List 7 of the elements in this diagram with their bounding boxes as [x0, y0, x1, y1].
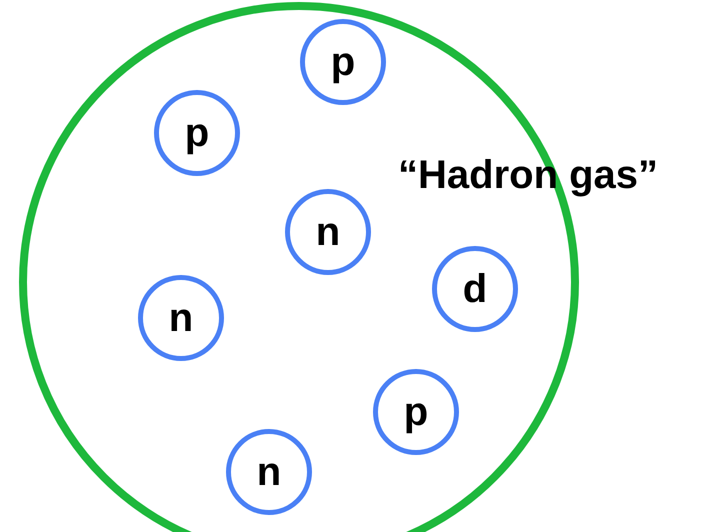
particle-label: p	[404, 392, 428, 432]
particle-label: p	[330, 42, 356, 82]
particle-label: n	[256, 452, 282, 492]
particle-label: d	[462, 269, 488, 309]
particle-label: p	[184, 113, 210, 153]
particle-label: n	[168, 298, 194, 338]
particle-label: n	[316, 212, 340, 252]
